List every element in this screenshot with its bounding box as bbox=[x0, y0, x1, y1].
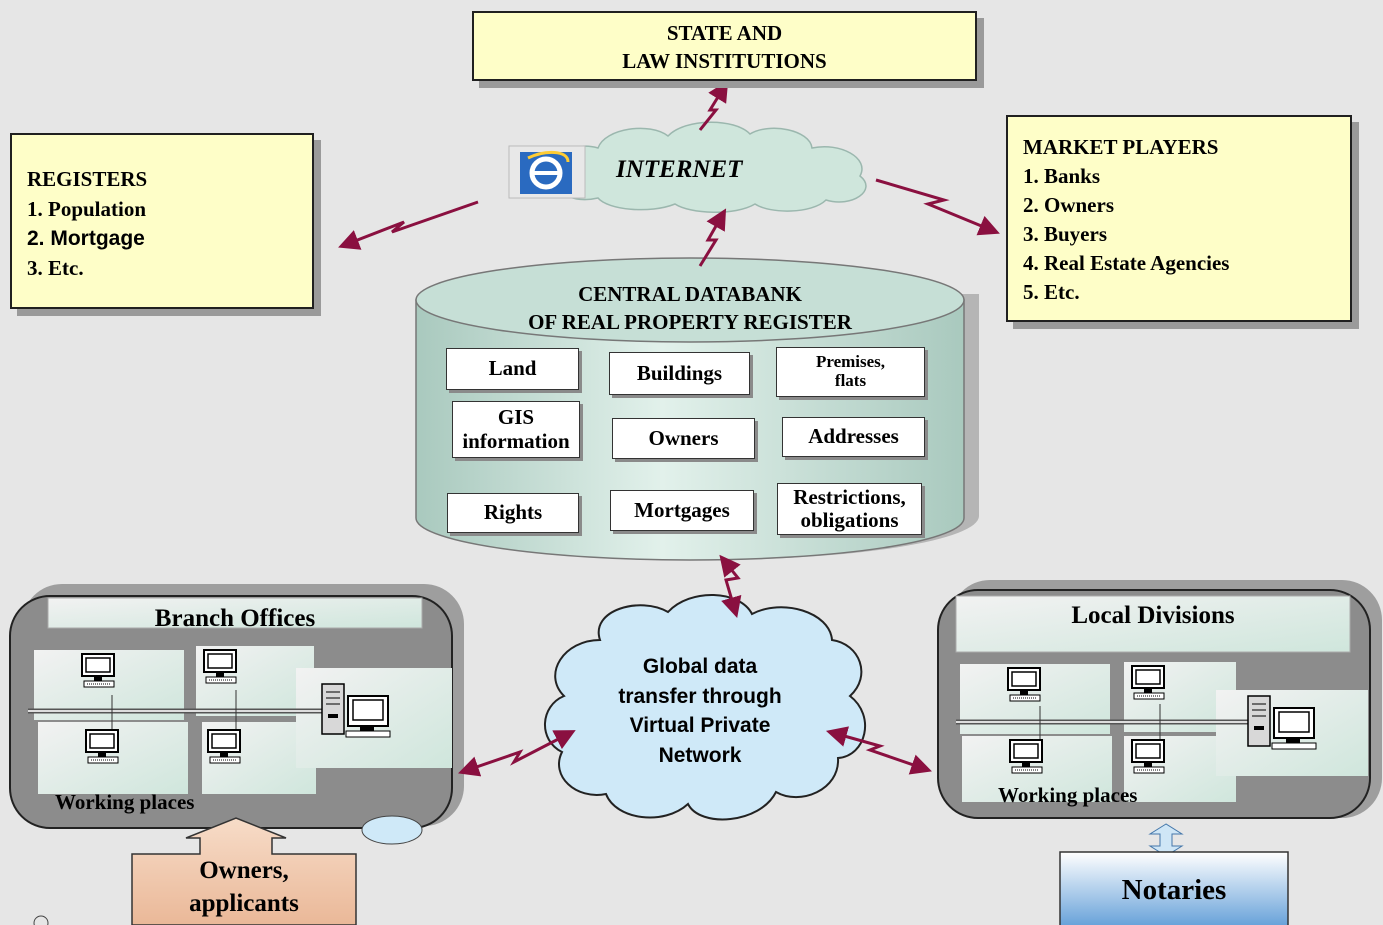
local-divisions-title: Local Divisions bbox=[1071, 602, 1235, 629]
rights-box: Rights bbox=[447, 493, 579, 533]
internet-explorer-icon bbox=[508, 145, 586, 199]
restrictions-line-1: Restrictions, bbox=[793, 484, 906, 509]
registers-item: 1. Population bbox=[27, 196, 147, 221]
restrictions-box: Restrictions, obligations bbox=[777, 483, 922, 535]
market-title: MARKET PLAYERS bbox=[1023, 135, 1219, 159]
state-line-2: LAW INSTITUTIONS bbox=[622, 49, 827, 73]
market-item: 2. Owners bbox=[1023, 193, 1114, 217]
gis-box: GIS information bbox=[452, 401, 580, 458]
connector-arrows bbox=[338, 80, 1000, 777]
vpn-line-2: transfer through bbox=[618, 684, 782, 708]
registers-box: REGISTERS 1. Population 2. Mortgage 3. E… bbox=[10, 133, 314, 309]
databank-title-2: OF REAL PROPERTY REGISTER bbox=[528, 310, 852, 334]
local-working-places: Working places bbox=[998, 783, 1138, 807]
small-circle bbox=[33, 915, 49, 925]
databank-title-1: CENTRAL DATABANK bbox=[578, 282, 802, 306]
owners-applicants-label: Owners, applicants bbox=[132, 854, 356, 920]
registers-item: 2. Mortgage bbox=[27, 227, 145, 250]
owners-line-2: applicants bbox=[189, 890, 299, 917]
local-divisions-panel bbox=[937, 580, 1382, 819]
owners-up-arrow bbox=[131, 817, 357, 925]
branch-offices-panel bbox=[9, 584, 464, 845]
premises-line-2: flats bbox=[834, 371, 867, 390]
branch-offices-title: Branch Offices bbox=[154, 605, 316, 632]
restrictions-line-2: obligations bbox=[800, 508, 899, 532]
buildings-box: Buildings bbox=[609, 352, 750, 395]
mortgages-box: Mortgages bbox=[610, 490, 754, 531]
vpn-line-4: Network bbox=[658, 743, 742, 767]
vpn-label: Global data transfer through Virtual Pri… bbox=[590, 652, 810, 770]
internet-cloud bbox=[558, 121, 867, 213]
vpn-line-1: Global data bbox=[642, 655, 758, 678]
state-line-1: STATE AND bbox=[666, 21, 783, 45]
market-item: 1. Banks bbox=[1023, 164, 1101, 188]
market-item: 4. Real Estate Agencies bbox=[1023, 251, 1230, 275]
market-item: 3. Buyers bbox=[1023, 222, 1107, 246]
market-players-box: MARKET PLAYERS 1. Banks 2. Owners 3. Buy… bbox=[1006, 115, 1352, 322]
premises-line-1: Premises, bbox=[815, 352, 886, 372]
market-item: 5. Etc. bbox=[1023, 280, 1080, 304]
owners-line-1: Owners, bbox=[199, 857, 289, 884]
registers-title: REGISTERS bbox=[27, 167, 148, 191]
notaries-double-arrow bbox=[1059, 823, 1289, 925]
notaries-label: Notaries bbox=[1121, 874, 1227, 906]
branch-working-places: Working places bbox=[55, 790, 195, 814]
internet-label: INTERNET bbox=[616, 156, 743, 183]
premises-box: Premises, flats bbox=[776, 347, 925, 397]
databank-title: CENTRAL DATABANK OF REAL PROPERTY REGIST… bbox=[480, 280, 900, 336]
gis-line-1: GIS bbox=[497, 405, 535, 430]
owners-data-box: Owners bbox=[612, 418, 755, 459]
land-box: Land bbox=[446, 348, 579, 390]
vpn-line-3: Virtual Private bbox=[629, 714, 771, 737]
state-law-box: STATE AND LAW INSTITUTIONS bbox=[472, 11, 977, 81]
addresses-box: Addresses bbox=[782, 417, 925, 457]
registers-item: 3. Etc. bbox=[27, 255, 84, 280]
gis-line-2: information bbox=[462, 428, 570, 453]
